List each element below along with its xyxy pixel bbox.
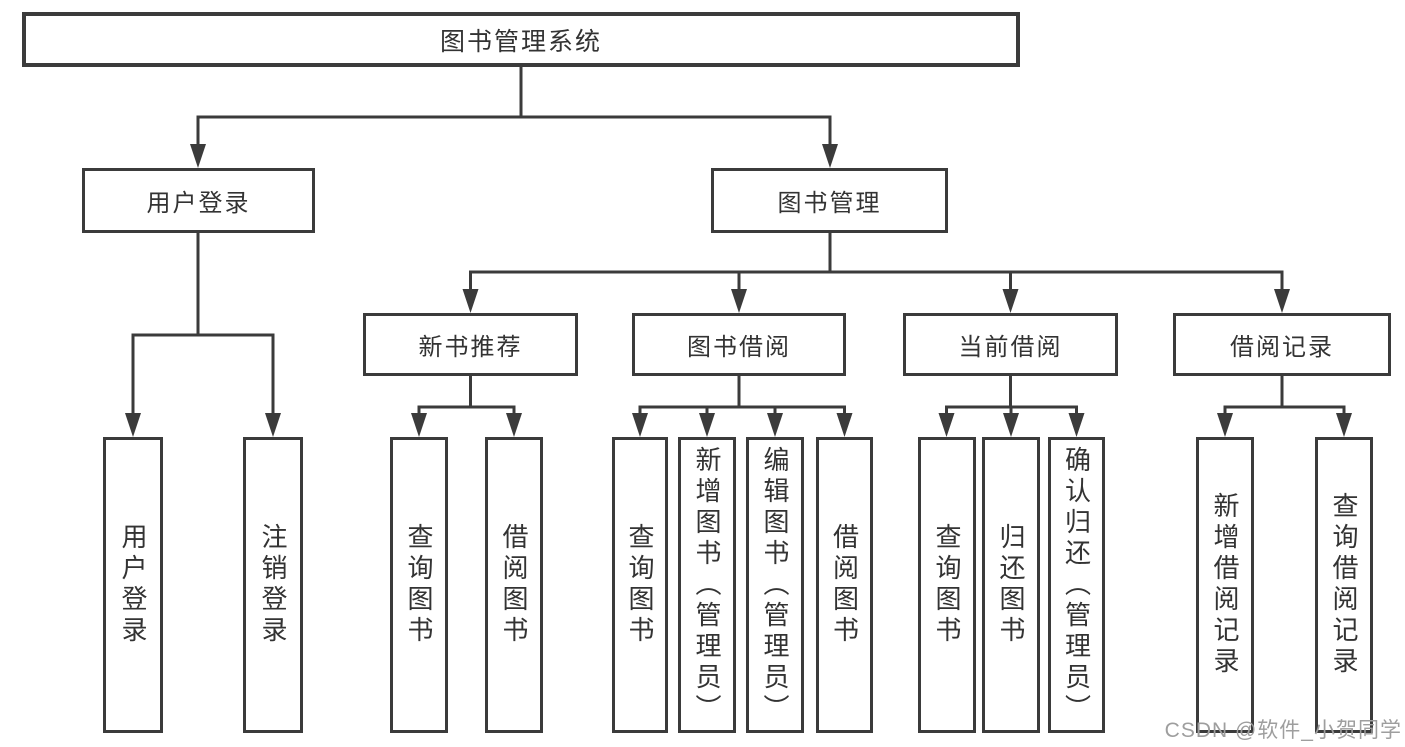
edge-new-book-rec-children: [411, 374, 522, 437]
edge-user-login-children: [125, 231, 281, 437]
leaf-return-book: 归还图书: [982, 437, 1040, 733]
node-borrowing-records: 借阅记录: [1173, 313, 1391, 376]
leaf-edit-book-admin: 编辑图书（管理员）: [746, 437, 804, 733]
csdn-watermark: CSDN @软件_小贺同学: [1164, 719, 1402, 742]
edge-book-borrow-children: [632, 374, 853, 437]
leaf-query-books-recommend: 查询图书: [390, 437, 448, 733]
leaf-query-borrow-record: 查询借阅记录: [1315, 437, 1373, 733]
leaf-user-login: 用户登录: [103, 437, 163, 733]
leaf-logout: 注销登录: [243, 437, 303, 733]
node-user-login: 用户登录: [82, 168, 315, 233]
node-current-borrowing: 当前借阅: [903, 313, 1118, 376]
edge-current-borrow-children: [938, 374, 1085, 437]
node-new-book-recommendation: 新书推荐: [363, 313, 578, 376]
leaf-add-book-admin: 新增图书（管理员）: [678, 437, 736, 733]
leaf-borrow-books-recommend: 借阅图书: [485, 437, 543, 733]
leaf-add-borrow-record: 新增借阅记录: [1196, 437, 1254, 733]
edge-borrow-records-children: [1217, 374, 1352, 437]
leaf-query-books-current: 查询图书: [918, 437, 976, 733]
node-book-borrowing: 图书借阅: [632, 313, 846, 376]
leaf-query-books-borrow: 查询图书: [612, 437, 668, 733]
node-library-management-system: 图书管理系统: [22, 12, 1020, 67]
leaf-confirm-return-admin: 确认归还（管理员）: [1048, 437, 1105, 733]
leaf-borrow-books-borrow: 借阅图书: [816, 437, 873, 733]
node-book-management: 图书管理: [711, 168, 948, 233]
edge-root-children: [190, 65, 838, 168]
edge-book-management-children: [462, 231, 1290, 313]
